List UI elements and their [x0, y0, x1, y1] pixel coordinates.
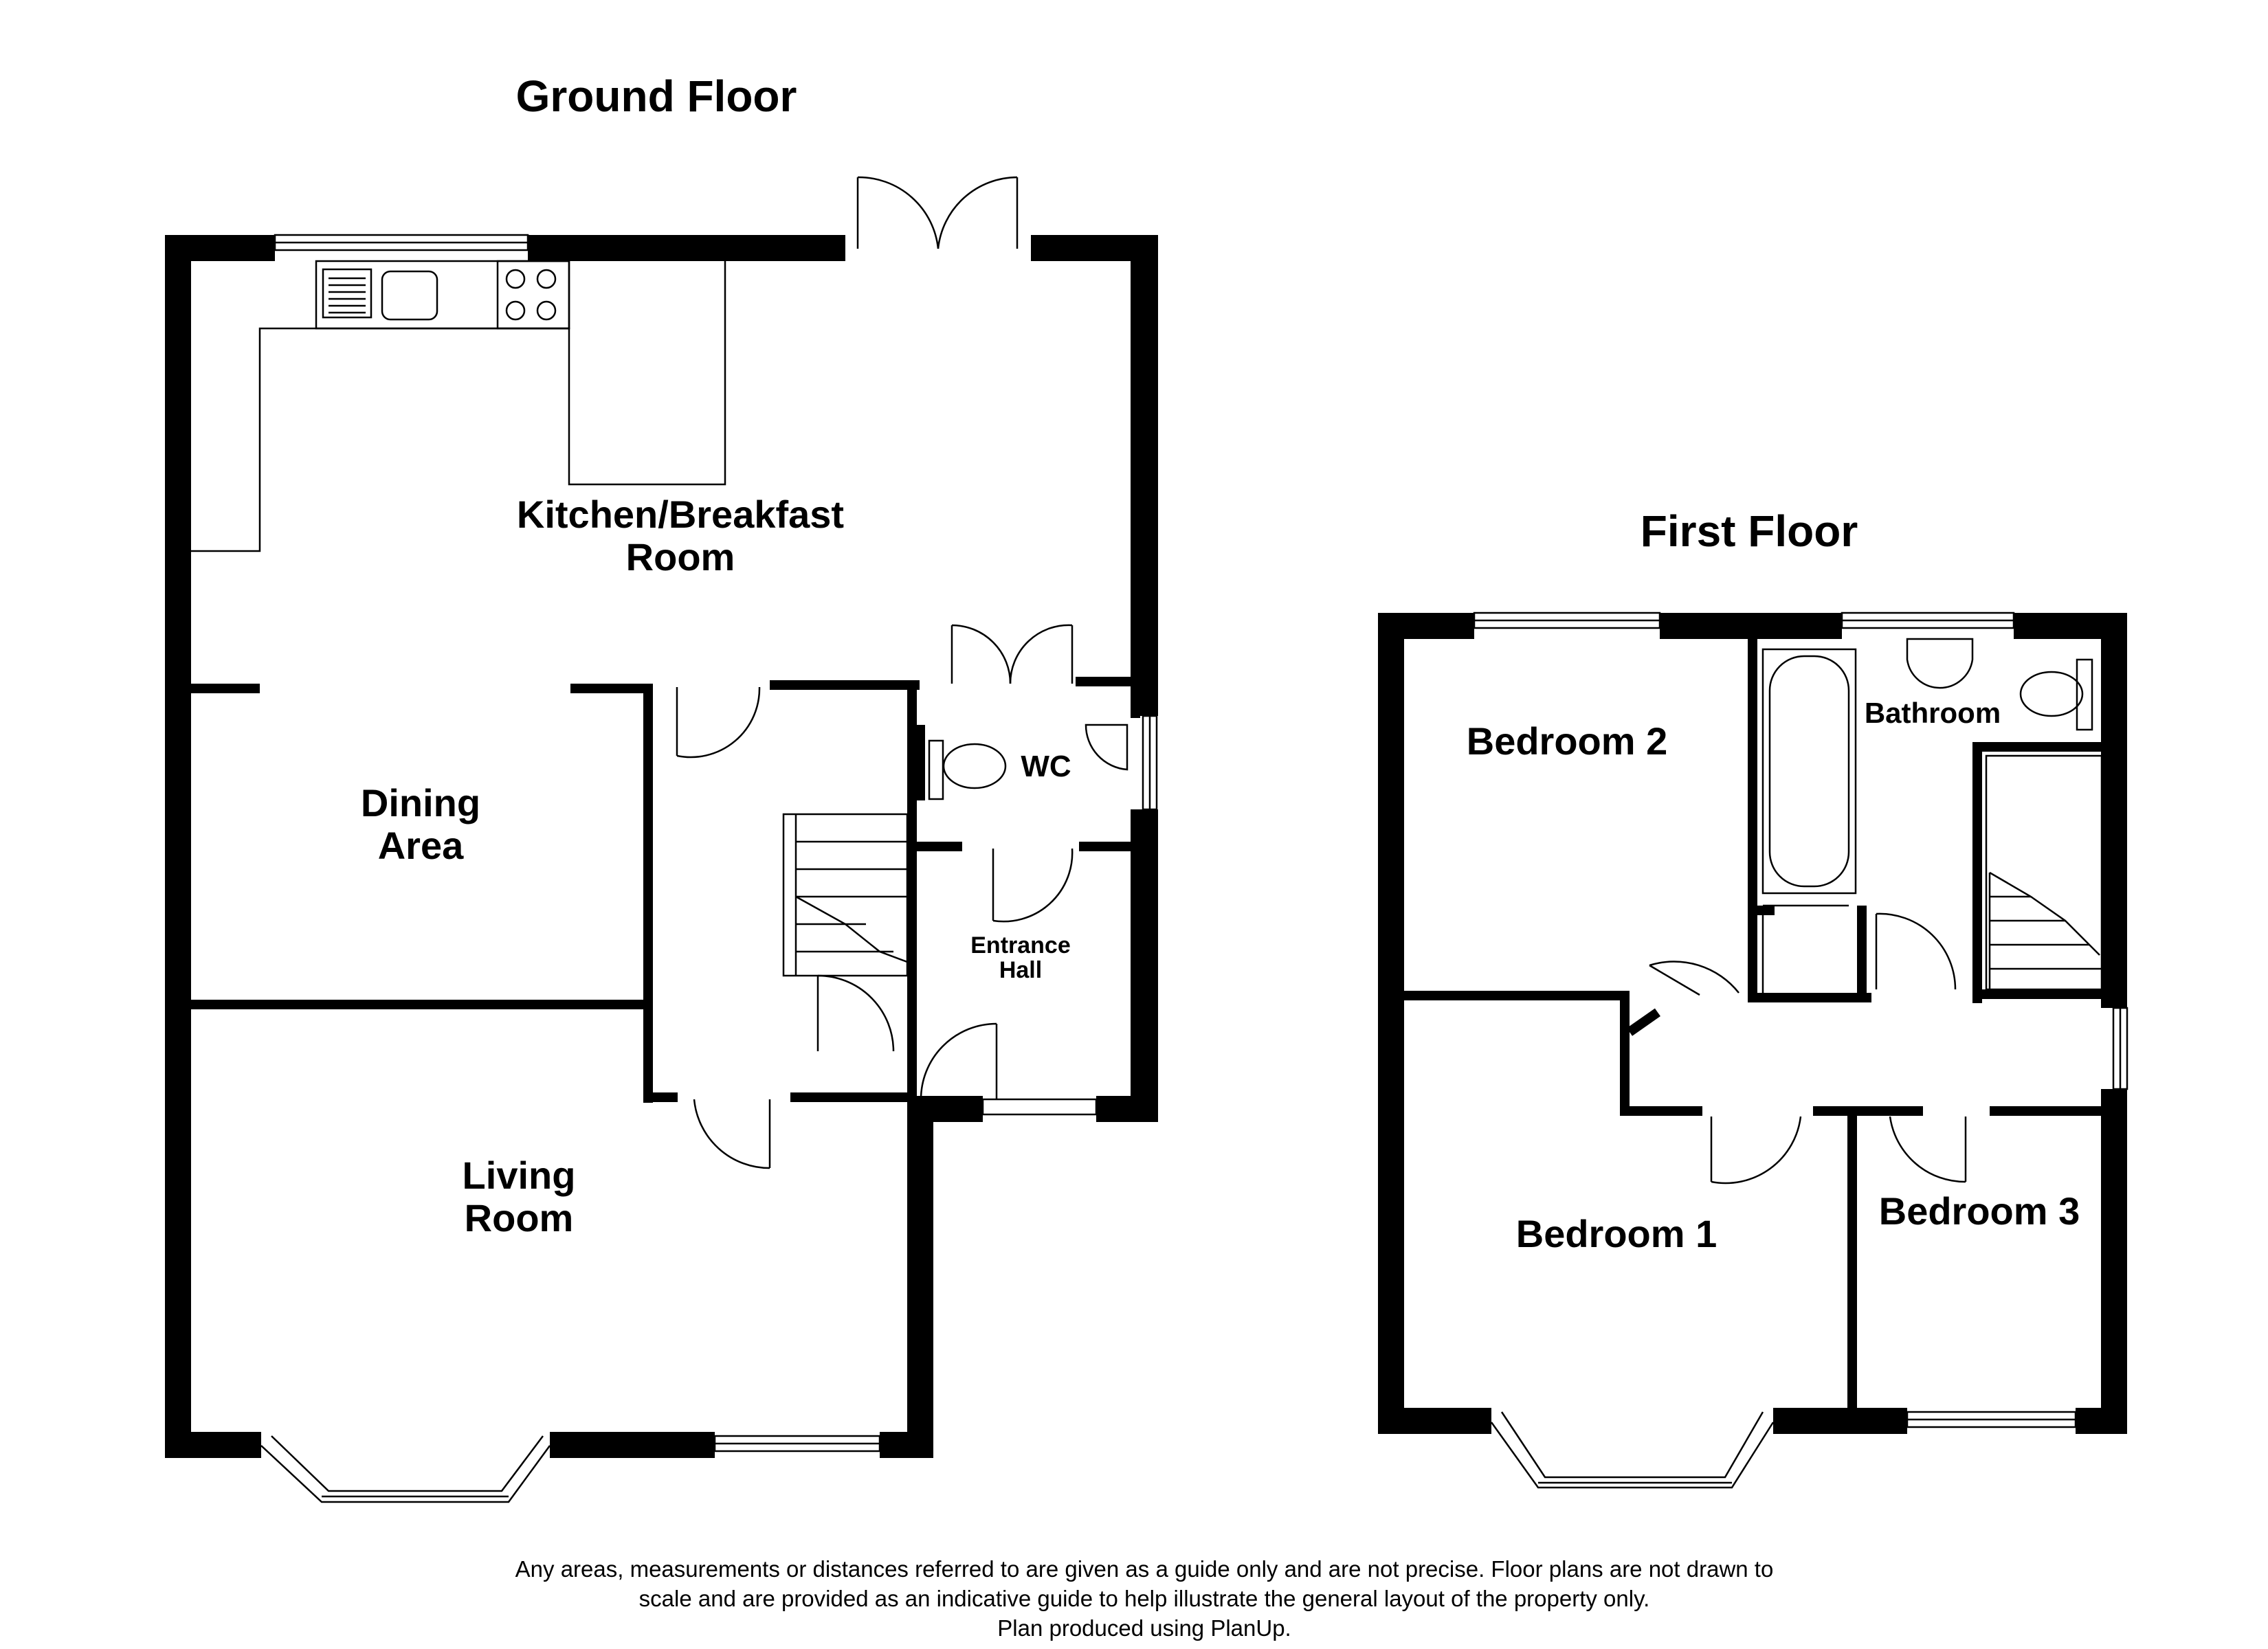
toilet-cistern: [928, 739, 944, 800]
basin-icon: [1085, 723, 1129, 771]
ground-floor-interior-walls: [191, 677, 1141, 1106]
kitchen-sink: [381, 270, 438, 321]
entrance-hall-label: Entrance: [970, 932, 1071, 958]
first-floor-plan: Bedroom 2 Bathroom Bedroom 1 Bedroom 3: [1378, 612, 2128, 1489]
bathroom-fixtures: [1761, 638, 2093, 993]
first-floor-outer-walls: [1378, 613, 2127, 1434]
bathroom-label: Bathroom: [1865, 697, 2001, 729]
toilet-icon: [942, 743, 1007, 789]
living-label-line2: Room: [465, 1196, 574, 1239]
basin-icon: [1906, 638, 1974, 689]
first-floor-stairs: [1985, 754, 2103, 991]
hob-ring: [536, 269, 557, 289]
bedroom-2-label: Bedroom 2: [1467, 719, 1668, 763]
hob-ring: [505, 300, 526, 321]
disclaimer: Any areas, measurements or distances ref…: [275, 1554, 2014, 1643]
disclaimer-line: Any areas, measurements or distances ref…: [515, 1556, 1774, 1582]
kitchen-units: [191, 260, 726, 552]
ground-floor-stairs: [782, 813, 909, 977]
ground-floor-doors: [676, 176, 1074, 1169]
first-floor-windows: [1473, 612, 2128, 1489]
hob-ring: [505, 269, 526, 289]
ground-floor-plan: Kitchen/Breakfast Room Dining Area Livin…: [165, 176, 1158, 1503]
wc-label: WC: [1021, 750, 1071, 783]
dining-label: Dining: [361, 781, 480, 824]
entrance-hall-label-line2: Hall: [999, 957, 1042, 983]
first-floor-title: First Floor: [1641, 506, 1858, 556]
toilet-cistern: [2076, 658, 2093, 731]
kitchen-label: Kitchen/Breakfast: [517, 493, 844, 536]
kitchen-label-line2: Room: [626, 535, 735, 579]
ground-floor-title: Ground Floor: [516, 71, 797, 121]
ground-floor-windows: [260, 234, 1158, 1503]
toilet-icon: [2019, 671, 2084, 717]
bath-icon: [1761, 648, 1857, 895]
dining-label-line2: Area: [378, 824, 464, 867]
disclaimer-line: Plan produced using PlanUp.: [997, 1615, 1291, 1641]
disclaimer-line: scale and are provided as an indicative …: [638, 1586, 1650, 1611]
bedroom-1-label: Bedroom 1: [1516, 1212, 1717, 1255]
ground-floor-outer-walls: [165, 235, 1158, 1458]
first-floor-interior-walls: [1404, 639, 2106, 1433]
bedroom-3-label: Bedroom 3: [1879, 1189, 2080, 1233]
first-floor-doors: [1649, 912, 1967, 1185]
living-label: Living: [463, 1154, 576, 1197]
hob-ring: [536, 300, 557, 321]
wc-fixtures: [928, 723, 1129, 800]
drainer: [322, 268, 373, 319]
